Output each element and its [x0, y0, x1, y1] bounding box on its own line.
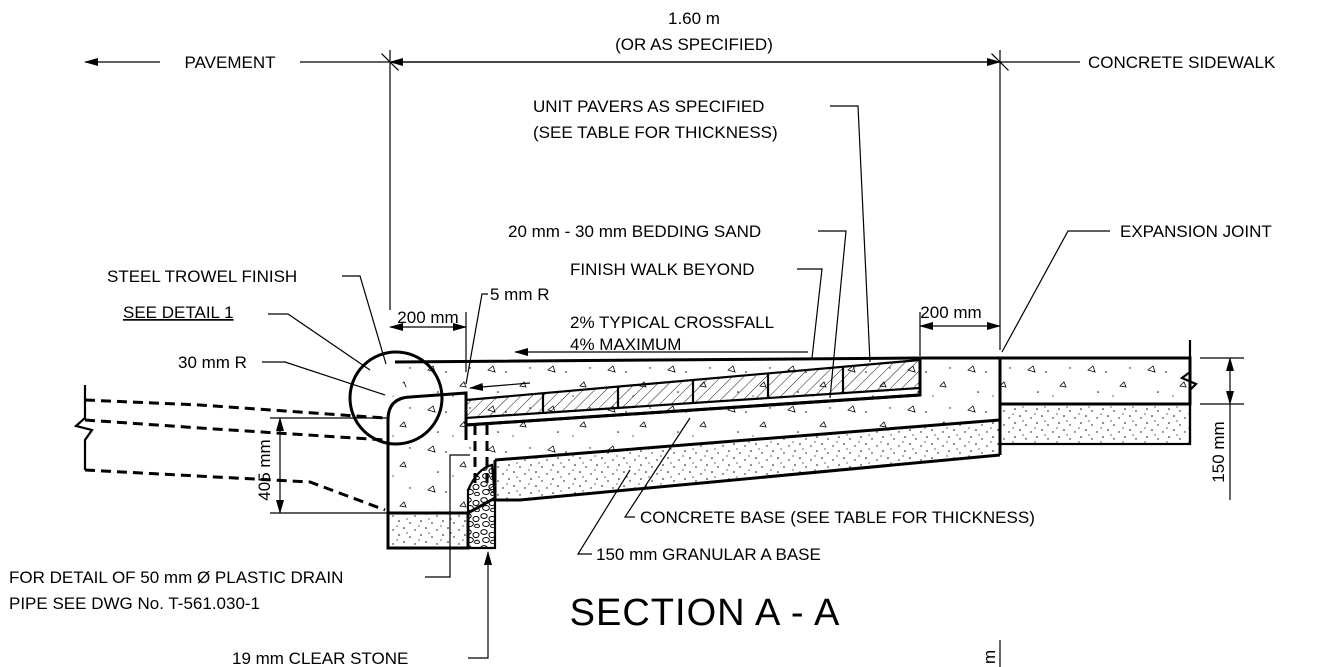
unit-pavers-label-2: (SEE TABLE FOR THICKNESS)	[533, 123, 778, 142]
unit-pavers-label-1: UNIT PAVERS AS SPECIFIED	[533, 97, 764, 116]
pavement-layer-top	[84, 398, 386, 420]
curb-granular-base	[386, 511, 470, 550]
steel-trowel-label: STEEL TROWEL FINISH	[107, 267, 297, 286]
expansion-joint-label: EXPANSION JOINT	[1120, 222, 1272, 241]
bedding-sand-label: 20 mm - 30 mm BEDDING SAND	[508, 222, 761, 241]
pavement-layer-bottom	[84, 468, 386, 512]
see-detail-label: SEE DETAIL 1	[123, 303, 234, 322]
bottom-partial-dimension-text: m	[980, 650, 999, 664]
overall-dimension	[84, 50, 1080, 350]
finish-walk-leader	[797, 268, 823, 359]
radius-5-leader	[465, 293, 488, 385]
concrete-base-bottom	[494, 418, 1001, 462]
curb-height-text: 405 mm	[255, 439, 274, 500]
right-strip-dimension	[919, 312, 1001, 356]
steel-trowel-leader	[342, 275, 387, 365]
concrete-base-label: CONCRETE BASE (SEE TABLE FOR THICKNESS)	[640, 508, 1035, 527]
see-detail-leader	[268, 313, 371, 371]
paver-flow-arrow	[469, 382, 531, 391]
sidewalk-thickness-text: 150 mm	[1209, 421, 1228, 482]
radius-30-label: 30 mm R	[178, 353, 247, 372]
granular-base-label: 150 mm GRANULAR A BASE	[596, 545, 821, 564]
pavement-break-line	[73, 385, 94, 470]
section-title: SECTION A - A	[570, 592, 841, 634]
expansion-joint-leader	[1001, 230, 1110, 353]
unit-pavers-leader	[830, 105, 871, 363]
curb-height-dimension	[270, 417, 388, 514]
drain-label-1: FOR DETAIL OF 50 mm Ø PLASTIC DRAIN	[9, 568, 343, 587]
finish-walk-label: FINISH WALK BEYOND	[570, 260, 755, 279]
detail-circle	[348, 350, 444, 446]
clear-stone-leader	[468, 551, 492, 659]
bedding-sand-leader	[818, 230, 847, 399]
crossfall-label-2: 4% MAXIMUM	[570, 335, 681, 354]
radius-5-label: 5 mm R	[490, 285, 550, 304]
section-geometry	[73, 340, 1198, 550]
bedding-bottom-line	[465, 393, 921, 427]
overall-note-text: (OR AS SPECIFIED)	[615, 35, 773, 54]
sidewalk-thickness-dimension	[1200, 357, 1244, 500]
granular-base	[495, 420, 1000, 500]
sidewalk-base	[998, 402, 1192, 446]
paver-joints	[541, 367, 845, 413]
pavement-layer-mid	[84, 418, 386, 442]
concrete-base-leader	[623, 417, 691, 518]
pavement-label: PAVEMENT	[185, 53, 276, 72]
clear-stone-label: 19 mm CLEAR STONE	[232, 649, 408, 667]
drain-leader	[425, 454, 470, 578]
crossfall-label-1: 2% TYPICAL CROSSFALL	[570, 313, 774, 332]
drain-label-2: PIPE SEE DWG No. T-561.030-1	[9, 594, 260, 613]
right-strip-text: 200 mm	[920, 303, 981, 322]
sidewalk-break-line	[1179, 340, 1198, 444]
granular-base-leader	[576, 469, 631, 555]
left-strip-text: 200 mm	[397, 308, 458, 327]
concrete-sidewalk-label: CONCRETE SIDEWALK	[1088, 53, 1276, 72]
overall-width-text: 1.60 m	[668, 9, 720, 28]
clear-stone	[466, 463, 497, 550]
granular-base-bottom	[495, 453, 1001, 502]
sidewalk-slab	[998, 356, 1192, 406]
